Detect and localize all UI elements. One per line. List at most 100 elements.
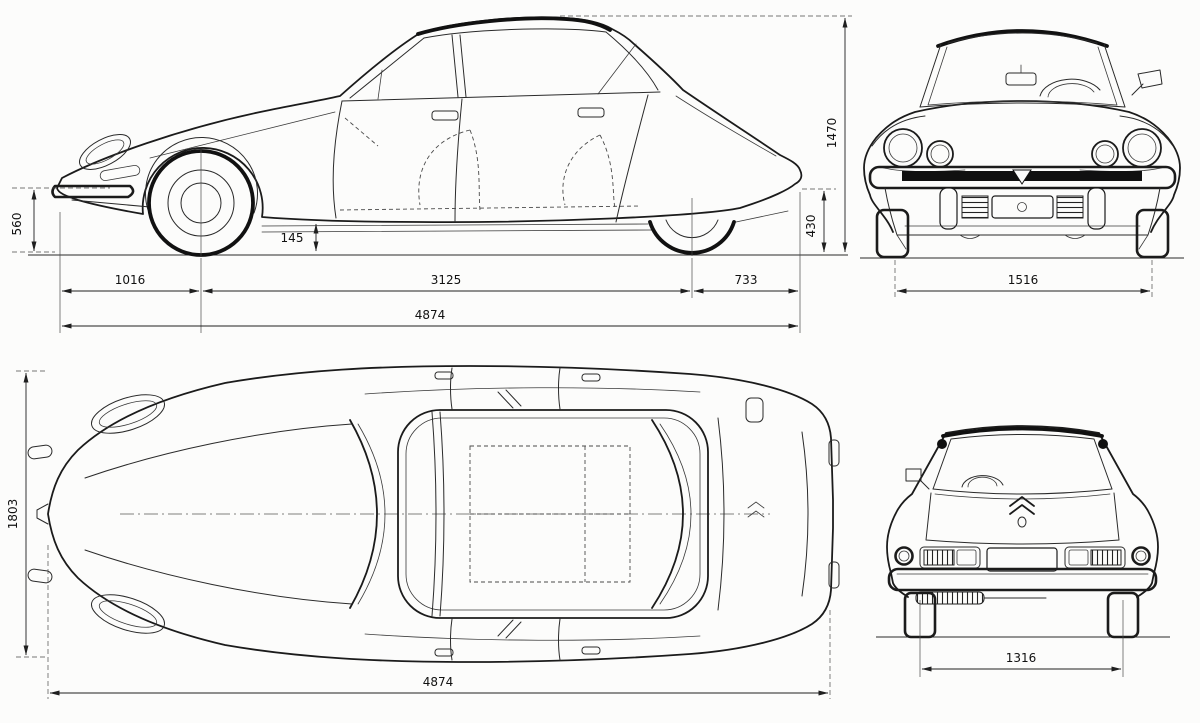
front-license-plate <box>991 195 1054 219</box>
side-body-outline <box>56 16 803 223</box>
rear-body-outline <box>886 425 1159 598</box>
front-bumper-chevron-emblem <box>1012 169 1032 185</box>
side-rear-seat-outline <box>562 134 616 209</box>
front-left-tire <box>875 208 910 259</box>
side-rear-deck-line <box>675 95 777 157</box>
dim-front-overhang-label: 1016 <box>115 273 146 287</box>
front-left-outer-headlight-inner <box>888 133 918 163</box>
front-left-headlight-brow <box>871 115 926 147</box>
side-bumper-underline <box>71 199 151 208</box>
top-roof-outline <box>397 409 709 619</box>
top-roof-front-seam <box>431 411 445 617</box>
front-right-outer-headlight-inner <box>1127 133 1157 163</box>
front-apron-trim <box>904 225 1141 239</box>
side-front-bumper <box>51 184 135 199</box>
dim-front-track-label: 1516 <box>1008 273 1039 287</box>
side-view <box>28 16 848 257</box>
top-left-headlight <box>91 394 165 434</box>
side-vent-window-divider <box>377 69 383 100</box>
rear-view-dimensions: 1316 <box>919 600 1124 677</box>
front-crank-hole <box>1017 202 1027 212</box>
top-handle-front-left <box>434 371 454 380</box>
citroen-chevron-icon <box>1009 496 1035 515</box>
top-belt-line-upper <box>364 387 701 395</box>
side-roof-inner-line <box>423 28 607 39</box>
top-left-indicator <box>27 444 53 460</box>
side-rear-window <box>605 31 659 91</box>
top-roof-dashed-lines <box>470 446 630 582</box>
rear-left-fender-lamp-inner <box>898 550 910 562</box>
side-view-dimensions: 560 145 1016 3125 733 4874 1470 430 <box>10 15 852 333</box>
top-fuel-filler <box>745 397 764 423</box>
dim-top-overall-length-label: 4874 <box>423 675 454 689</box>
front-skirt-diagonals <box>896 234 1149 250</box>
top-body-outline <box>47 365 834 663</box>
rear-left-fender-lamp <box>894 546 914 566</box>
rear-bumper-bar <box>887 567 1158 592</box>
top-deck-seam <box>717 417 725 611</box>
top-roof-inner <box>405 417 701 611</box>
side-rear-door-handle <box>577 107 605 118</box>
top-hood-seam-upper <box>84 423 353 479</box>
side-window-sill-line <box>341 91 661 102</box>
side-indicator-lamp <box>99 164 141 182</box>
front-rearview-mirror <box>1005 72 1037 86</box>
top-nose-badge <box>36 503 49 525</box>
rear-left-lamp-lens <box>956 549 977 566</box>
rear-left-lamp-grille <box>923 549 955 566</box>
top-windshield-arc-inner <box>357 423 386 605</box>
top-width-reference-dashes <box>16 370 45 658</box>
side-hood-crease <box>149 111 336 159</box>
side-front-door-seam <box>332 100 343 219</box>
dim-ground-clearance-label: 145 <box>281 231 304 245</box>
front-right-headlight-brow <box>1119 115 1174 147</box>
rear-steering-wheel-inner <box>967 476 998 488</box>
top-b-pillar-ticks <box>497 389 522 639</box>
side-headlight-inner <box>85 139 125 165</box>
rear-right-pillar-vent <box>1098 439 1108 449</box>
front-right-inner-headlight-inner <box>1095 144 1115 164</box>
side-steering-column <box>344 117 379 147</box>
front-side-mirror <box>1131 69 1163 96</box>
rear-badge <box>1017 516 1027 528</box>
side-roof-line <box>416 16 612 36</box>
top-view <box>27 365 840 663</box>
front-right-tire <box>1135 208 1170 259</box>
top-rear-window-arc-inner <box>659 423 692 605</box>
front-right-grille <box>1056 195 1084 219</box>
side-front-seat-outline <box>418 129 481 211</box>
front-windshield-inner <box>927 46 1118 106</box>
top-rear-right-overrider <box>828 561 840 589</box>
top-windshield-arc <box>349 419 378 609</box>
side-reference-dashes <box>12 15 852 253</box>
side-b-pillar <box>451 34 467 98</box>
side-mid-door-seam <box>454 98 463 222</box>
front-view-dimensions: 1516 <box>894 260 1153 299</box>
top-rear-chevron-marks <box>747 501 765 518</box>
front-steering-wheel <box>1039 78 1101 97</box>
top-door-seams <box>450 367 561 661</box>
top-right-indicator <box>27 568 53 584</box>
rear-left-pillar-vent <box>937 439 947 449</box>
rear-window-base <box>932 488 1113 495</box>
rear-right-fender-lamp <box>1131 546 1151 566</box>
rear-license-plate <box>986 547 1058 572</box>
front-right-bumper-overrider <box>1087 187 1106 230</box>
front-windshield-base <box>919 102 1126 108</box>
rear-right-lamp-grille <box>1090 549 1122 566</box>
front-roof-inner-line <box>947 32 1098 44</box>
top-handle-rear-right <box>581 646 601 655</box>
top-left-headlight-inner <box>98 400 158 428</box>
top-handle-front-right <box>434 648 454 657</box>
front-right-outer-headlight <box>1122 128 1162 168</box>
dim-overall-length-label: 4874 <box>415 308 446 322</box>
dim-overall-width-label: 1803 <box>6 499 20 530</box>
side-rear-door-seam <box>615 94 649 223</box>
dim-front-height-label: 560 <box>10 213 24 236</box>
front-view <box>860 29 1184 259</box>
front-left-outer-headlight <box>883 128 923 168</box>
side-sill-moulding <box>261 210 789 233</box>
top-handle-rear-left <box>581 373 601 382</box>
